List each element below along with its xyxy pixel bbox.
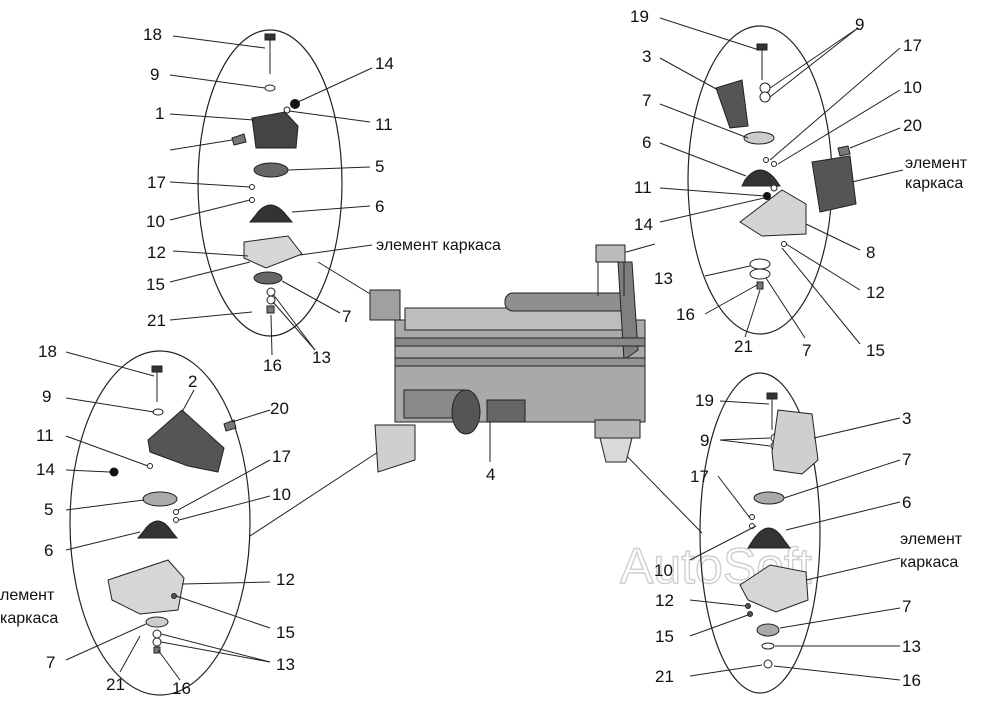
callout-label: 13 (312, 348, 331, 367)
callout-label: 14 (375, 54, 394, 73)
engine-callout-number: 4 (486, 465, 495, 484)
callout-label: 5 (375, 157, 384, 176)
callout-label: 11 (634, 178, 652, 197)
callout-label: 7 (902, 450, 911, 469)
callout-label: 3 (902, 409, 911, 428)
callout-label: 16 (676, 305, 695, 324)
callout-label: 10 (146, 212, 165, 231)
callout-label: 13 (902, 637, 921, 656)
callout-label: 21 (734, 337, 753, 356)
callout-label: 20 (270, 399, 289, 418)
mount-group-bottom-left-outline (69, 350, 251, 696)
callout-label: 6 (375, 197, 384, 216)
frame-element-label-line1: элемент (900, 531, 963, 548)
mount-group-bottom-right: 19 3 9 7 17 6 10 12 7 15 13 21 16 элемен… (654, 391, 963, 690)
callout-label: 9 (700, 431, 709, 450)
callout-label: 13 (276, 655, 295, 674)
callout-label: 2 (188, 372, 197, 391)
callout-label: 15 (276, 623, 295, 642)
callout-label: 13 (654, 269, 673, 288)
callout-label: 15 (146, 275, 165, 294)
frame-element-label-line2: каркаса (0, 610, 58, 627)
callout-label: 14 (36, 460, 55, 479)
callout-label: 9 (855, 15, 864, 34)
mount-group-top-right: 19 9 3 17 10 7 20 6 11 14 8 13 12 16 21 … (630, 7, 968, 360)
callout-label: 7 (642, 91, 651, 110)
callout-label: 20 (903, 116, 922, 135)
callout-label: 7 (902, 597, 911, 616)
callout-label: 16 (902, 671, 921, 690)
callout-label: 21 (147, 311, 166, 330)
callout-label: 8 (866, 243, 875, 262)
engine-assembly: 4 (369, 244, 646, 484)
callout-label: 21 (106, 675, 125, 694)
frame-element-label-line1: элемент (905, 155, 968, 172)
callout-label: 5 (44, 500, 53, 519)
callout-label: 10 (903, 78, 922, 97)
callout-label: 3 (642, 47, 651, 66)
callout-label: 14 (634, 215, 653, 234)
callout-label: 17 (147, 173, 166, 192)
callout-label: 9 (150, 65, 159, 84)
callout-label: 11 (375, 115, 393, 134)
mount-group-bottom-right-outline (699, 372, 821, 694)
callout-label: 15 (655, 627, 674, 646)
callout-label: 18 (143, 25, 162, 44)
callout-label: 16 (263, 356, 282, 375)
frame-element-label-line2: каркаса (905, 175, 963, 192)
callout-label: 11 (36, 426, 54, 445)
callout-label: 12 (655, 591, 674, 610)
callout-label: 12 (147, 243, 166, 262)
frame-element-label-line2: каркаса (900, 554, 958, 571)
callout-label: 17 (272, 447, 291, 466)
callout-label: 17 (903, 36, 922, 55)
callout-label: 7 (342, 307, 351, 326)
frame-element-label: элемент каркаса (376, 237, 501, 254)
callout-label: 12 (276, 570, 295, 589)
frame-element-label-line1: лемент (0, 587, 55, 604)
callout-label: 6 (642, 133, 651, 152)
callout-label: 6 (44, 541, 53, 560)
callout-label: 18 (38, 342, 57, 361)
callout-label: 12 (866, 283, 885, 302)
mount-group-top-left-outline (197, 29, 343, 337)
callout-label: 9 (42, 387, 51, 406)
callout-label: 15 (866, 341, 885, 360)
callout-label: 7 (802, 341, 811, 360)
callout-label: 10 (272, 485, 291, 504)
callout-label: 1 (155, 104, 164, 123)
callout-label: 7 (46, 653, 55, 672)
callout-label: 17 (690, 467, 709, 486)
callout-label: 16 (172, 679, 191, 698)
callout-label: 6 (902, 493, 911, 512)
mount-group-bottom-left: 18 2 9 20 11 14 17 5 10 6 12 15 7 13 21 … (0, 342, 295, 698)
callout-label: 19 (630, 7, 649, 26)
callout-label: 19 (695, 391, 714, 410)
mount-group-top-left: 18 9 14 1 11 5 17 6 10 12 15 7 21 13 16 … (143, 25, 501, 375)
callout-label: 21 (655, 667, 674, 686)
callout-label: 10 (654, 561, 673, 580)
